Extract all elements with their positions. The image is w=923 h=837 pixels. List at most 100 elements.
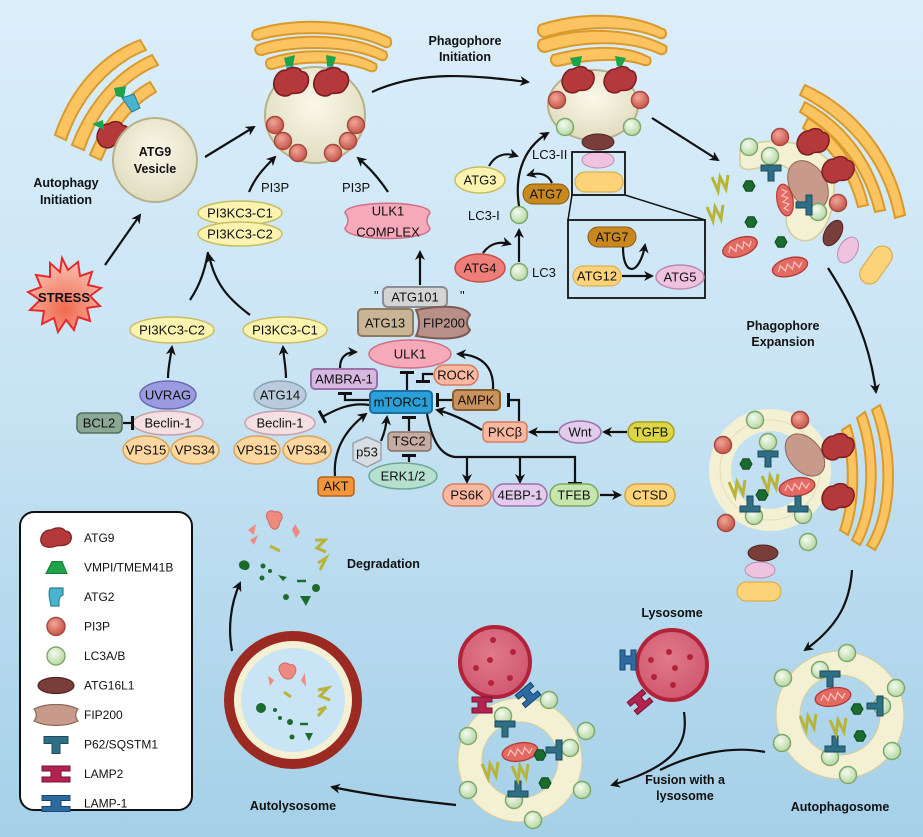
lc3-i-icon [509, 205, 529, 225]
fip200-label: FIP200 [423, 316, 465, 331]
atg13-label: ATG13 [365, 316, 405, 331]
golgi-top-right [536, 14, 668, 68]
stage-fusion-1: Fusion with a [645, 773, 726, 787]
4ebp1-label: 4EBP-1 [498, 488, 543, 503]
pi3p-right-label: PI3P [342, 180, 370, 195]
legend-label: ATG2 [84, 590, 115, 604]
lc3-icon [46, 646, 66, 666]
node-atg14 [253, 380, 307, 410]
node-inset-atg5 [655, 264, 705, 290]
autolysosome [224, 631, 362, 769]
pi3p-icon [46, 616, 66, 637]
tfeb-label: TFEB [557, 488, 590, 503]
atg16l1-shape [581, 133, 615, 151]
rock-label: ROCK [437, 368, 475, 383]
node-atg7 [522, 183, 570, 205]
legend-item: ATG2 [48, 587, 115, 607]
stress-label: STRESS [38, 290, 90, 305]
node-atg101 [382, 286, 448, 308]
beclin-1-left-label: Beclin-1 [145, 416, 192, 431]
atg9-icon [561, 65, 595, 94]
legend-label: VMPI/TMEM41B [84, 561, 173, 575]
atg9-vesicle [112, 117, 198, 203]
node-pi3kc3-c1 [242, 316, 328, 344]
atg3-label: ATG3 [464, 173, 497, 188]
arrow-to-autophagosome [803, 569, 854, 652]
legend-label: LC3A/B [84, 649, 125, 663]
lc3-label: LC3 [532, 265, 556, 280]
beclin-1-right-label: Beclin-1 [257, 416, 304, 431]
erk-label: ERK1/2 [381, 469, 426, 484]
arrow-pkcb-mtorc1 [435, 406, 483, 431]
stage-phagophore-expansion-1: Phagophore [747, 319, 820, 333]
atg9-icon [272, 66, 310, 97]
inset-atg7-label: ATG7 [596, 230, 629, 245]
stage-phagophore-initiation-2: Initiation [439, 50, 491, 64]
wnt-label: Wnt [568, 425, 592, 440]
legend-label: FIP200 [84, 708, 123, 722]
arrow-atg3 [488, 148, 519, 167]
inset-atg5-label: ATG5 [664, 270, 697, 285]
node-tgfb [627, 421, 675, 443]
svg-text:": " [460, 288, 465, 303]
atg9-vesicle-label-2: Vesicle [134, 162, 176, 176]
mtorc1-label: mTORC1 [374, 395, 429, 410]
stage-autophagy-initiation-2: Initiation [40, 193, 92, 207]
lc3-icon [509, 262, 529, 282]
node-pkcb [482, 421, 528, 443]
arrow-to-autolysosome [330, 783, 457, 807]
node-ulk1-complex [344, 202, 431, 240]
line-c2-to-top [189, 251, 210, 301]
lamp1-icon [41, 795, 71, 812]
inset-source-box [571, 151, 626, 196]
atg101-label: ATG101 [391, 290, 438, 305]
tsc2-label: TSC2 [392, 434, 425, 449]
arrow-p53-mtorc1 [379, 415, 391, 442]
node-p53 [352, 436, 382, 468]
phagophore-closing-group [709, 403, 894, 602]
inhibit-rock [416, 372, 433, 383]
node-ctsd [624, 483, 676, 507]
legend: ATG9VMPI/TMEM41BATG2PI3PLC3A/BATG16L1FIP… [33, 527, 173, 812]
svg-text:": " [374, 288, 379, 303]
ctsd-label: CTSD [632, 488, 667, 503]
legend-item: LAMP-1 [41, 795, 128, 812]
arrow-akt-mtorc1 [333, 412, 368, 477]
node-ulk1 [368, 339, 452, 369]
arrow-lc3i-to-lc3ii [516, 131, 550, 207]
arrow-phagophore-initiation [371, 74, 530, 94]
stress-burst: STRESS [25, 254, 104, 335]
inset-conjugation-box [567, 219, 706, 299]
atg7-label: ATG7 [530, 187, 563, 202]
atg9-vesicle-label-1: ATG9 [139, 145, 171, 159]
arrow-atg7 [526, 168, 554, 184]
node-rock [433, 364, 479, 386]
p53-label: p53 [356, 445, 378, 460]
vps34-right-label: VPS34 [287, 443, 327, 458]
node-vps15-right [233, 435, 281, 465]
arrow-ampk-ulk1 [456, 349, 495, 390]
stage-autophagy-initiation-1: Autophagy [33, 176, 98, 190]
legend-label: LAMP-1 [84, 797, 128, 811]
legend-item: LC3A/B [46, 646, 125, 666]
ulk1-complex-label-1: ULK1 [372, 204, 405, 219]
p62-icon [43, 736, 69, 754]
node-pi3kc3-c2-top [197, 221, 283, 247]
arrow-to-expansion-2 [827, 267, 880, 394]
lysosome [619, 628, 709, 716]
atg12-shape [574, 171, 624, 193]
node-bcl2 [76, 412, 123, 434]
inhibit-mtorc1-beclin [317, 403, 370, 424]
pi3kc3-c1-top-label: PI3KC3-C1 [207, 206, 273, 221]
node-inset-atg12 [572, 265, 622, 287]
legend-label: ATG16L1 [84, 679, 135, 693]
node-vps15-left [122, 435, 170, 465]
stage-fusion-2: lysosome [656, 789, 714, 803]
pi3kc3-c2-top-label: PI3KC3-C2 [207, 227, 273, 242]
legend-item: FIP200 [33, 703, 123, 727]
legend-label: ATG9 [84, 531, 115, 545]
ps6k-label: PS6K [450, 488, 484, 503]
node-erk [368, 462, 438, 490]
node-mtorc1 [369, 390, 433, 414]
